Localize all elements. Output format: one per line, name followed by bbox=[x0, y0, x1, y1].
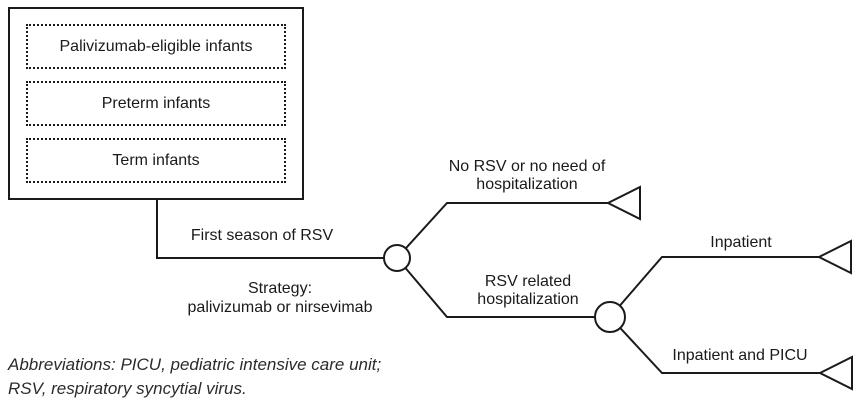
chance-node-hospitalization bbox=[594, 301, 626, 333]
branch-no-rsv-label: No RSV or no need of hospitalization bbox=[427, 158, 627, 194]
population-item-term: Term infants bbox=[26, 138, 286, 183]
terminal-node-no-rsv-icon bbox=[605, 185, 641, 221]
branch-inpatient-line bbox=[609, 256, 819, 318]
abbreviations-footnote: Abbreviations: PICU, pediatric intensive… bbox=[8, 353, 438, 401]
root-branch-line bbox=[156, 199, 397, 259]
chance-node-first-season bbox=[383, 244, 411, 272]
branch-inpatient-picu-line bbox=[609, 316, 820, 374]
branch-inpatient-picu-label: Inpatient and PICU bbox=[672, 347, 808, 364]
population-item-palivizumab-eligible: Palivizumab-eligible infants bbox=[26, 24, 286, 69]
strategy-label-line1: Strategy: bbox=[247, 280, 313, 297]
population-item-preterm: Preterm infants bbox=[26, 81, 286, 126]
branch-no-rsv-label-line1: No RSV or no need of bbox=[448, 158, 606, 175]
branch-no-rsv-label-line2: hospitalization bbox=[476, 176, 578, 193]
branch-rsv-hospitalization-label-line1: RSV related bbox=[484, 273, 572, 290]
abbreviations-footnote-line2: RSV, respiratory syncytial virus. bbox=[8, 379, 247, 398]
abbreviations-footnote-line1: Abbreviations: PICU, pediatric intensive… bbox=[8, 355, 382, 374]
terminal-node-inpatient-picu-icon bbox=[817, 355, 853, 391]
terminal-node-inpatient-icon bbox=[816, 239, 852, 275]
population-box: Palivizumab-eligible infants Preterm inf… bbox=[8, 7, 304, 200]
root-branch-label: First season of RSV bbox=[190, 227, 334, 244]
branch-rsv-hospitalization-label: RSV related hospitalization bbox=[428, 273, 628, 309]
branch-no-rsv-line bbox=[396, 202, 608, 259]
strategy-label-line2: palivizumab or nirsevimab bbox=[187, 299, 373, 316]
strategy-label: Strategy: palivizumab or nirsevimab bbox=[168, 279, 392, 317]
branch-rsv-hospitalization-label-line2: hospitalization bbox=[477, 291, 579, 308]
branch-rsv-hospitalization-line bbox=[396, 257, 610, 318]
branch-inpatient-label: Inpatient bbox=[710, 234, 772, 251]
